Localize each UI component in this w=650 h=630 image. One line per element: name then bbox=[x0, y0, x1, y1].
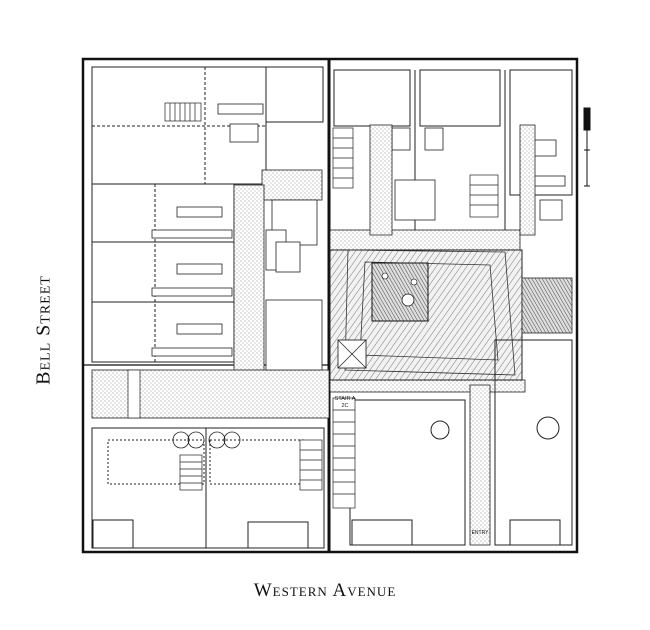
right-commercial bbox=[349, 339, 573, 546]
unit-fixtures-left bbox=[151, 103, 318, 357]
left-units bbox=[91, 66, 324, 363]
courtyard bbox=[329, 249, 523, 381]
left-commercial bbox=[91, 427, 325, 549]
right-bath-fixtures bbox=[391, 127, 566, 221]
street-label-bottom: Western Avenue bbox=[253, 580, 397, 601]
stair-a bbox=[332, 397, 356, 509]
entry-label: ENTRY bbox=[472, 530, 490, 536]
right-stairs-upper bbox=[332, 127, 499, 218]
stair-a-label: STAIR A bbox=[335, 396, 356, 402]
right-units bbox=[333, 69, 573, 230]
left-stairs-lower bbox=[179, 439, 323, 491]
ramp-east bbox=[521, 277, 573, 334]
restroom-fixtures-left bbox=[172, 431, 241, 449]
stair-left-top bbox=[164, 102, 202, 122]
street-label-left: Bell Street bbox=[32, 275, 55, 385]
stair-a-sublabel: 2C bbox=[341, 403, 348, 409]
corridor-left bbox=[91, 169, 330, 419]
scale-bar bbox=[583, 107, 591, 187]
